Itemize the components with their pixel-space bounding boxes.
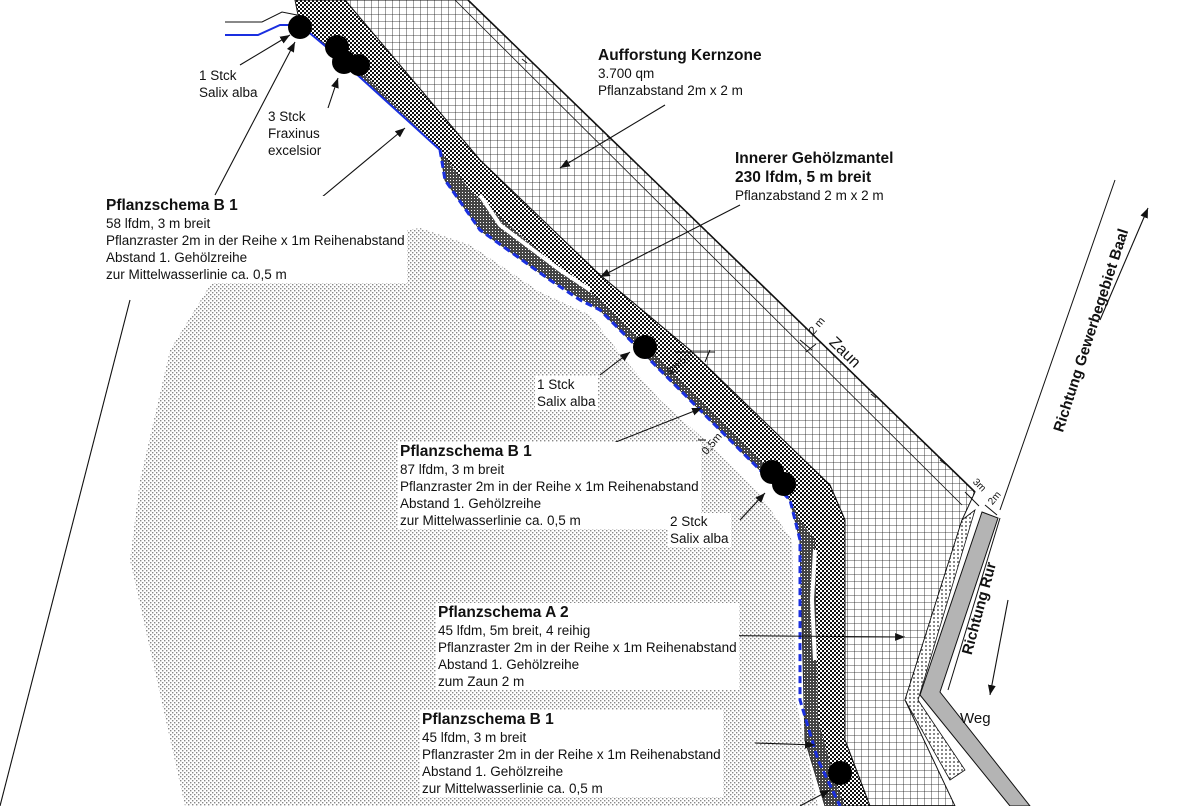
weg-edge (947, 517, 1001, 691)
weg-path (919, 511, 1031, 806)
inlet-path-2 (809, 549, 817, 661)
a2-label: Pflanzschema A 2 45 lfdm, 5m breit, 4 re… (436, 603, 739, 690)
pflanzschema-a2-strip (904, 508, 976, 781)
inlet-path (478, 193, 592, 292)
dimension-marks (668, 339, 998, 516)
mittelwasserlinie-dashed (438, 149, 842, 806)
fence-offset (454, 0, 963, 506)
river-top (225, 11, 298, 23)
tree-symbols (288, 15, 852, 785)
richtung-line (999, 179, 1116, 511)
fence-line (467, 0, 976, 493)
weg-label: Weg (960, 710, 991, 727)
leader-lines (0, 34, 1149, 806)
